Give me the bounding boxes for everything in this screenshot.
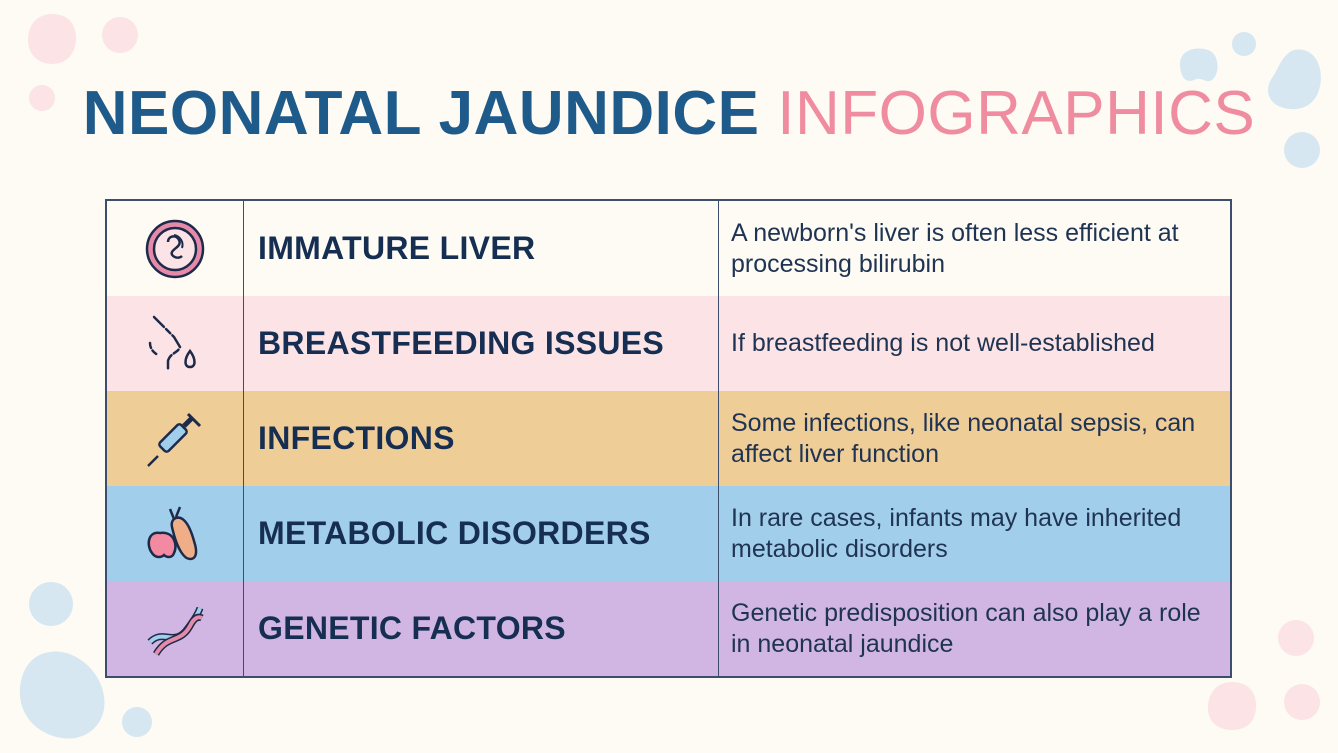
syringe-icon (147, 412, 202, 467)
cause-description: Genetic predisposition can also play a r… (731, 598, 1201, 658)
cause-description: In rare cases, infants may have inherite… (731, 503, 1182, 563)
decor-blob-blue (1268, 49, 1321, 110)
decor-blob-blue (29, 582, 73, 626)
title-primary: NEONATAL JAUNDICE (82, 79, 760, 148)
decor-blob-pink (1278, 620, 1314, 656)
cause-name: BREASTFEEDING ISSUES (243, 296, 719, 391)
decor-blob-blue (1180, 48, 1218, 82)
cause-name: IMMATURE LIVER (243, 200, 719, 296)
table-row: IMMATURE LIVER A newborn's liver is ofte… (106, 200, 1231, 296)
dna-icon (147, 606, 204, 656)
decor-blob-pink (28, 14, 76, 64)
table-row: BREASTFEEDING ISSUES If breastfeeding is… (106, 296, 1231, 391)
decor-blob-pink (29, 85, 55, 111)
table-row: GENETIC FACTORS Genetic predisposition c… (106, 581, 1231, 677)
page-title: NEONATAL JAUNDICE INFOGRAPHICS (0, 78, 1338, 149)
breastfeeding-icon (148, 315, 196, 370)
table-row: METABOLIC DISORDERS In rare cases, infan… (106, 486, 1231, 581)
title-accent: INFOGRAPHICS (777, 79, 1256, 148)
table-row: INFECTIONS Some infections, like neonata… (106, 391, 1231, 486)
fetus-icon (145, 219, 205, 278)
cause-description: If breastfeeding is not well-established (731, 329, 1155, 357)
decor-blob-blue (1284, 132, 1320, 168)
cause-description: Some infections, like neonatal sepsis, c… (731, 408, 1196, 468)
cause-name: GENETIC FACTORS (243, 581, 719, 677)
apple-carrot-icon (147, 506, 198, 560)
decor-blob-blue (1232, 32, 1256, 56)
decor-blob-blue (19, 651, 105, 739)
cause-description: A newborn's liver is often less efficien… (731, 218, 1179, 278)
decor-blob-blue (122, 707, 152, 737)
decor-blob-pink (1284, 684, 1320, 720)
causes-table: IMMATURE LIVER A newborn's liver is ofte… (105, 199, 1232, 678)
decor-blob-pink (1208, 682, 1256, 730)
decor-blob-pink (102, 17, 138, 53)
cause-name: INFECTIONS (243, 391, 719, 486)
cause-name: METABOLIC DISORDERS (243, 486, 719, 581)
